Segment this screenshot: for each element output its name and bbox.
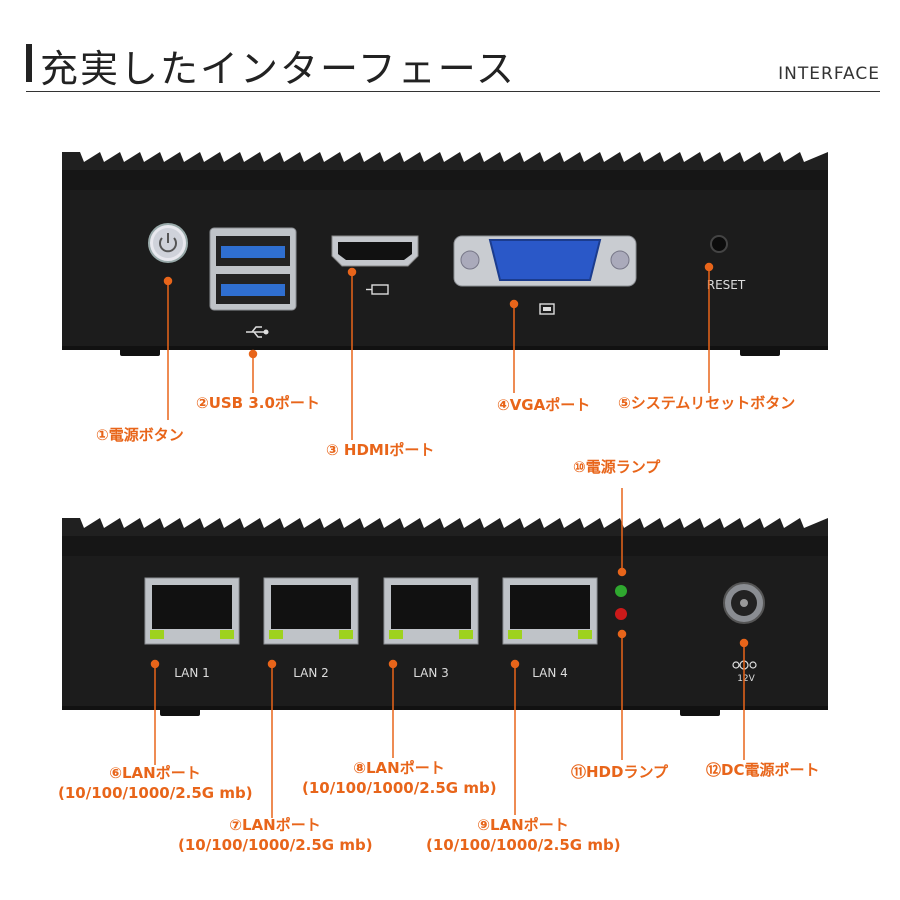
lan-4-silk: LAN 4 xyxy=(532,666,568,680)
page-subtitle: INTERFACE xyxy=(778,64,880,84)
callout-vga-port: ④VGAポート xyxy=(497,396,591,414)
callout-reset-button: ⑤システムリセットボタン xyxy=(618,394,796,412)
callout-lan-1-label: ⑥LANポート xyxy=(109,764,201,782)
lan-port-4[interactable] xyxy=(502,577,598,645)
lan-port-1[interactable] xyxy=(144,577,240,645)
title-underline xyxy=(26,91,880,92)
title-accent-bar xyxy=(26,44,32,82)
hdmi-port[interactable] xyxy=(331,235,419,267)
callout-lan-1: ⑥LANポート (10/100/1000/2.5G mb) xyxy=(58,763,253,803)
lan-1-silk: LAN 1 xyxy=(174,666,210,680)
rear-panel: LAN 1 LAN 2 LAN 3 LAN 4 12V xyxy=(62,488,828,818)
callout-hdd-lamp: ⑪HDDランプ xyxy=(571,763,669,781)
lan-port-2[interactable] xyxy=(263,577,359,645)
callout-lan-1-sub: (10/100/1000/2.5G mb) xyxy=(58,784,253,802)
power-icon xyxy=(159,237,177,253)
page-title: 充実したインターフェース xyxy=(40,47,516,91)
lan-port-3[interactable] xyxy=(383,577,479,645)
callout-lan-3: ⑧LANポート (10/100/1000/2.5G mb) xyxy=(302,758,497,798)
front-panel: RESET xyxy=(62,152,828,440)
callout-lan-3-label: ⑧LANポート xyxy=(353,759,445,777)
callout-lan-2-label: ⑦LANポート xyxy=(229,816,321,834)
lan-2-silk: LAN 2 xyxy=(293,666,329,680)
hdd-led xyxy=(615,608,627,620)
hdmi-icon xyxy=(366,284,389,295)
callout-usb-ports: ②USB 3.0ポート xyxy=(196,394,320,412)
callout-lan-4-label: ⑨LANポート xyxy=(477,816,569,834)
callout-dc-power-port: ⑫DC電源ポート xyxy=(706,761,820,779)
callout-power-button: ①電源ボタン xyxy=(96,426,184,444)
vga-port[interactable] xyxy=(453,235,637,287)
callout-lan-4: ⑨LANポート (10/100/1000/2.5G mb) xyxy=(426,815,621,855)
callout-power-lamp: ⑩電源ランプ xyxy=(573,458,661,476)
front-callout-lines xyxy=(163,262,714,440)
rear-callout-lines xyxy=(150,488,749,818)
usb-icon xyxy=(246,326,269,338)
callout-lan-2-sub: (10/100/1000/2.5G mb) xyxy=(178,836,373,854)
callout-lan-4-sub: (10/100/1000/2.5G mb) xyxy=(426,836,621,854)
front-chassis xyxy=(62,190,828,348)
callout-hdmi-port: ③ HDMIポート xyxy=(326,441,435,459)
lan-3-silk: LAN 3 xyxy=(413,666,449,680)
dc-power-jack[interactable] xyxy=(723,582,765,624)
vga-icon xyxy=(539,303,555,315)
callout-lan-3-sub: (10/100/1000/2.5G mb) xyxy=(302,779,497,797)
reset-silk: RESET xyxy=(707,278,746,292)
callout-lan-2: ⑦LANポート (10/100/1000/2.5G mb) xyxy=(178,815,373,855)
usb-3-ports[interactable] xyxy=(209,227,297,311)
power-led xyxy=(615,585,627,597)
dc-12v-silk: 12V xyxy=(737,674,755,684)
reset-button[interactable] xyxy=(710,235,728,253)
